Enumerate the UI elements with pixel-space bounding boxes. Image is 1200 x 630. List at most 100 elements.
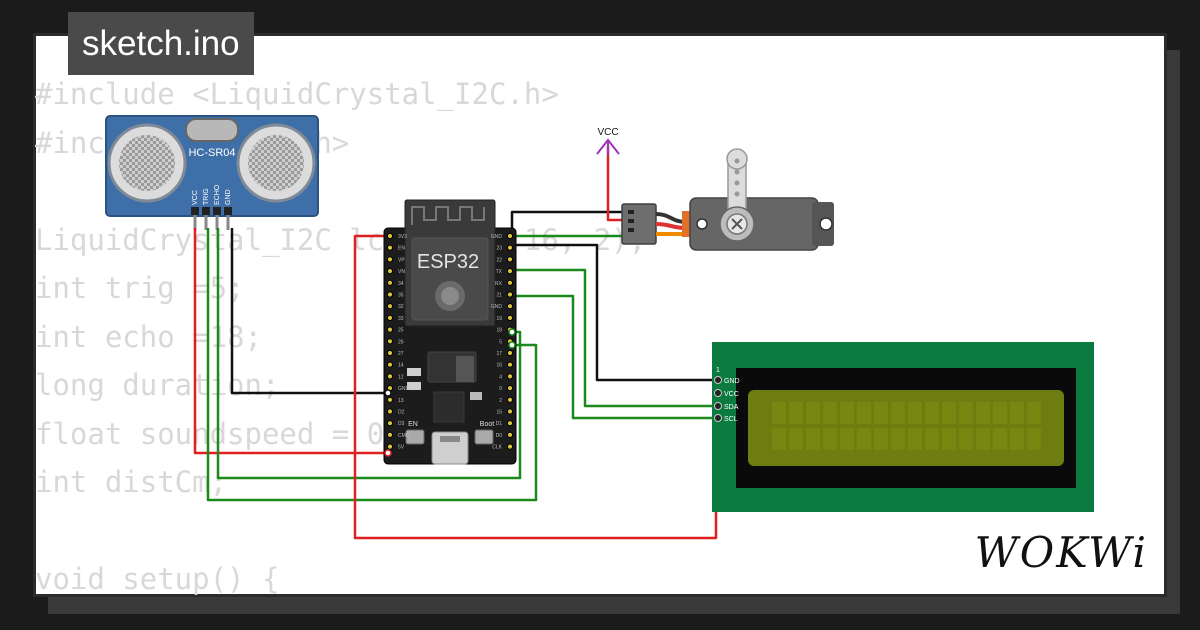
lcd-cell xyxy=(891,428,905,450)
board-pin[interactable] xyxy=(506,279,514,286)
board-pin-label: TX xyxy=(496,269,503,275)
board-pin[interactable] xyxy=(386,279,394,286)
board-pin-label: 32 xyxy=(398,304,404,310)
board-pin[interactable] xyxy=(506,268,514,275)
hc-sr04-sensor[interactable]: HC-SR04 VCC TRIG ECHO GND xyxy=(105,115,319,230)
board-pin-label: 17 xyxy=(496,351,502,357)
vcc-label: VCC xyxy=(597,127,618,138)
wire-servo-gnd[interactable] xyxy=(510,210,624,232)
board-pin-label: VP xyxy=(398,257,405,263)
board-pin[interactable] xyxy=(386,291,394,298)
board-pin[interactable] xyxy=(506,244,514,251)
board-pin[interactable] xyxy=(386,326,394,333)
board-pin[interactable] xyxy=(386,396,394,403)
en-button-label: EN xyxy=(408,421,418,428)
lcd-cell xyxy=(874,428,888,450)
lcd-cell xyxy=(1010,402,1024,424)
board-pin-label: D0 xyxy=(496,433,503,439)
lcd-cell xyxy=(976,428,990,450)
lcd-cell xyxy=(942,428,956,450)
wire-sensor-vcc[interactable] xyxy=(193,228,388,455)
board-pin[interactable] xyxy=(506,232,514,240)
code-line: #include <LiquidCrystal_I2C.h> xyxy=(35,77,559,111)
lcd-cell xyxy=(891,402,905,424)
board-pin[interactable] xyxy=(506,314,514,321)
lcd-cell xyxy=(1010,428,1024,450)
lcd-cell xyxy=(925,428,939,450)
board-pin[interactable] xyxy=(506,443,514,450)
board-pin[interactable] xyxy=(386,314,394,321)
board-pin-label: 22 xyxy=(496,257,502,263)
board-pin-label: D2 xyxy=(398,410,405,416)
lcd-character-cells xyxy=(772,402,1041,450)
board-pin[interactable] xyxy=(506,256,514,263)
board-pin-label: 13 xyxy=(398,398,404,404)
board-pin[interactable] xyxy=(506,349,514,357)
board-pin[interactable] xyxy=(506,373,514,380)
lcd-cell xyxy=(806,402,820,424)
board-pin-label: 15 xyxy=(496,410,502,416)
wire-sensor-gnd[interactable] xyxy=(230,228,388,395)
wire-lcd-sda[interactable] xyxy=(512,268,718,408)
lcd-cell xyxy=(993,402,1007,424)
code-line: void setup() { xyxy=(35,562,280,596)
board-pin[interactable] xyxy=(386,373,394,380)
board-pin[interactable] xyxy=(506,291,514,298)
board-pin-label: 34 xyxy=(398,281,404,287)
wire-lcd-scl[interactable] xyxy=(512,294,718,420)
lcd-cell xyxy=(823,402,837,424)
board-pin-label: 23 xyxy=(496,246,502,252)
board-pin[interactable] xyxy=(506,385,514,392)
board-pin-label: RX xyxy=(495,281,503,287)
wire-servo-signal[interactable] xyxy=(510,234,624,258)
board-pin[interactable] xyxy=(506,396,514,403)
board-pin-label: 35 xyxy=(398,293,404,299)
lcd-cell xyxy=(1027,402,1041,424)
board-pin[interactable] xyxy=(386,268,394,275)
lcd-cell xyxy=(959,402,973,424)
board-pin-label: GND xyxy=(398,386,410,392)
wire-sensor-trig[interactable] xyxy=(216,228,522,480)
board-pin[interactable] xyxy=(386,361,394,368)
board-pin-label: EN xyxy=(398,246,405,252)
board-pin[interactable] xyxy=(386,338,394,345)
board-pin[interactable] xyxy=(386,303,394,310)
board-pin[interactable] xyxy=(386,431,394,438)
wokwi-logo: WOKWi xyxy=(974,528,1148,577)
board-pin[interactable] xyxy=(386,443,394,450)
board-pin[interactable] xyxy=(386,420,394,427)
board-pin[interactable] xyxy=(506,361,514,368)
sensor-pin-label: ECHO xyxy=(214,184,221,205)
lcd-cell xyxy=(942,402,956,424)
board-pin-label: CMD xyxy=(398,433,410,439)
board-pin-label: 14 xyxy=(398,363,404,369)
lcd-cell xyxy=(772,402,786,424)
board-pin[interactable] xyxy=(506,420,514,427)
board-pin[interactable] xyxy=(386,349,394,357)
esp32-board[interactable]: ESP32 EN Boot 3V3ENVPVN34353233252627141… xyxy=(383,199,517,465)
vcc-power-symbol[interactable]: VCC xyxy=(596,127,620,156)
lcd-cell xyxy=(874,402,888,424)
wire-servo-vcc[interactable] xyxy=(606,146,624,222)
code-line: long duration; xyxy=(35,368,280,402)
board-pin[interactable] xyxy=(506,431,514,438)
lcd-pin-label: SCL xyxy=(724,416,738,423)
board-pin-label: 25 xyxy=(398,328,404,334)
board-pin[interactable] xyxy=(386,244,394,251)
board-pin-label: CLK xyxy=(492,445,502,451)
servo-motor[interactable] xyxy=(621,148,834,251)
board-pin[interactable] xyxy=(506,408,514,415)
lcd-display[interactable]: 1 GND VCC SDA SCL xyxy=(712,342,1094,512)
board-pin[interactable] xyxy=(506,303,514,310)
left-pin-header: 3V3ENVPVN343532332526271412GND13D2D3CMD5… xyxy=(386,232,410,451)
wire-sensor-echo[interactable] xyxy=(206,228,538,502)
board-pin-label: 5 xyxy=(499,339,502,345)
board-pin[interactable] xyxy=(386,408,394,415)
lcd-cell xyxy=(976,402,990,424)
lcd-cell xyxy=(772,428,786,450)
file-title-tab[interactable]: sketch.ino xyxy=(68,12,254,75)
board-pin[interactable] xyxy=(386,232,394,240)
board-pin[interactable] xyxy=(386,256,394,263)
wire-lcd-gnd[interactable] xyxy=(512,243,718,382)
